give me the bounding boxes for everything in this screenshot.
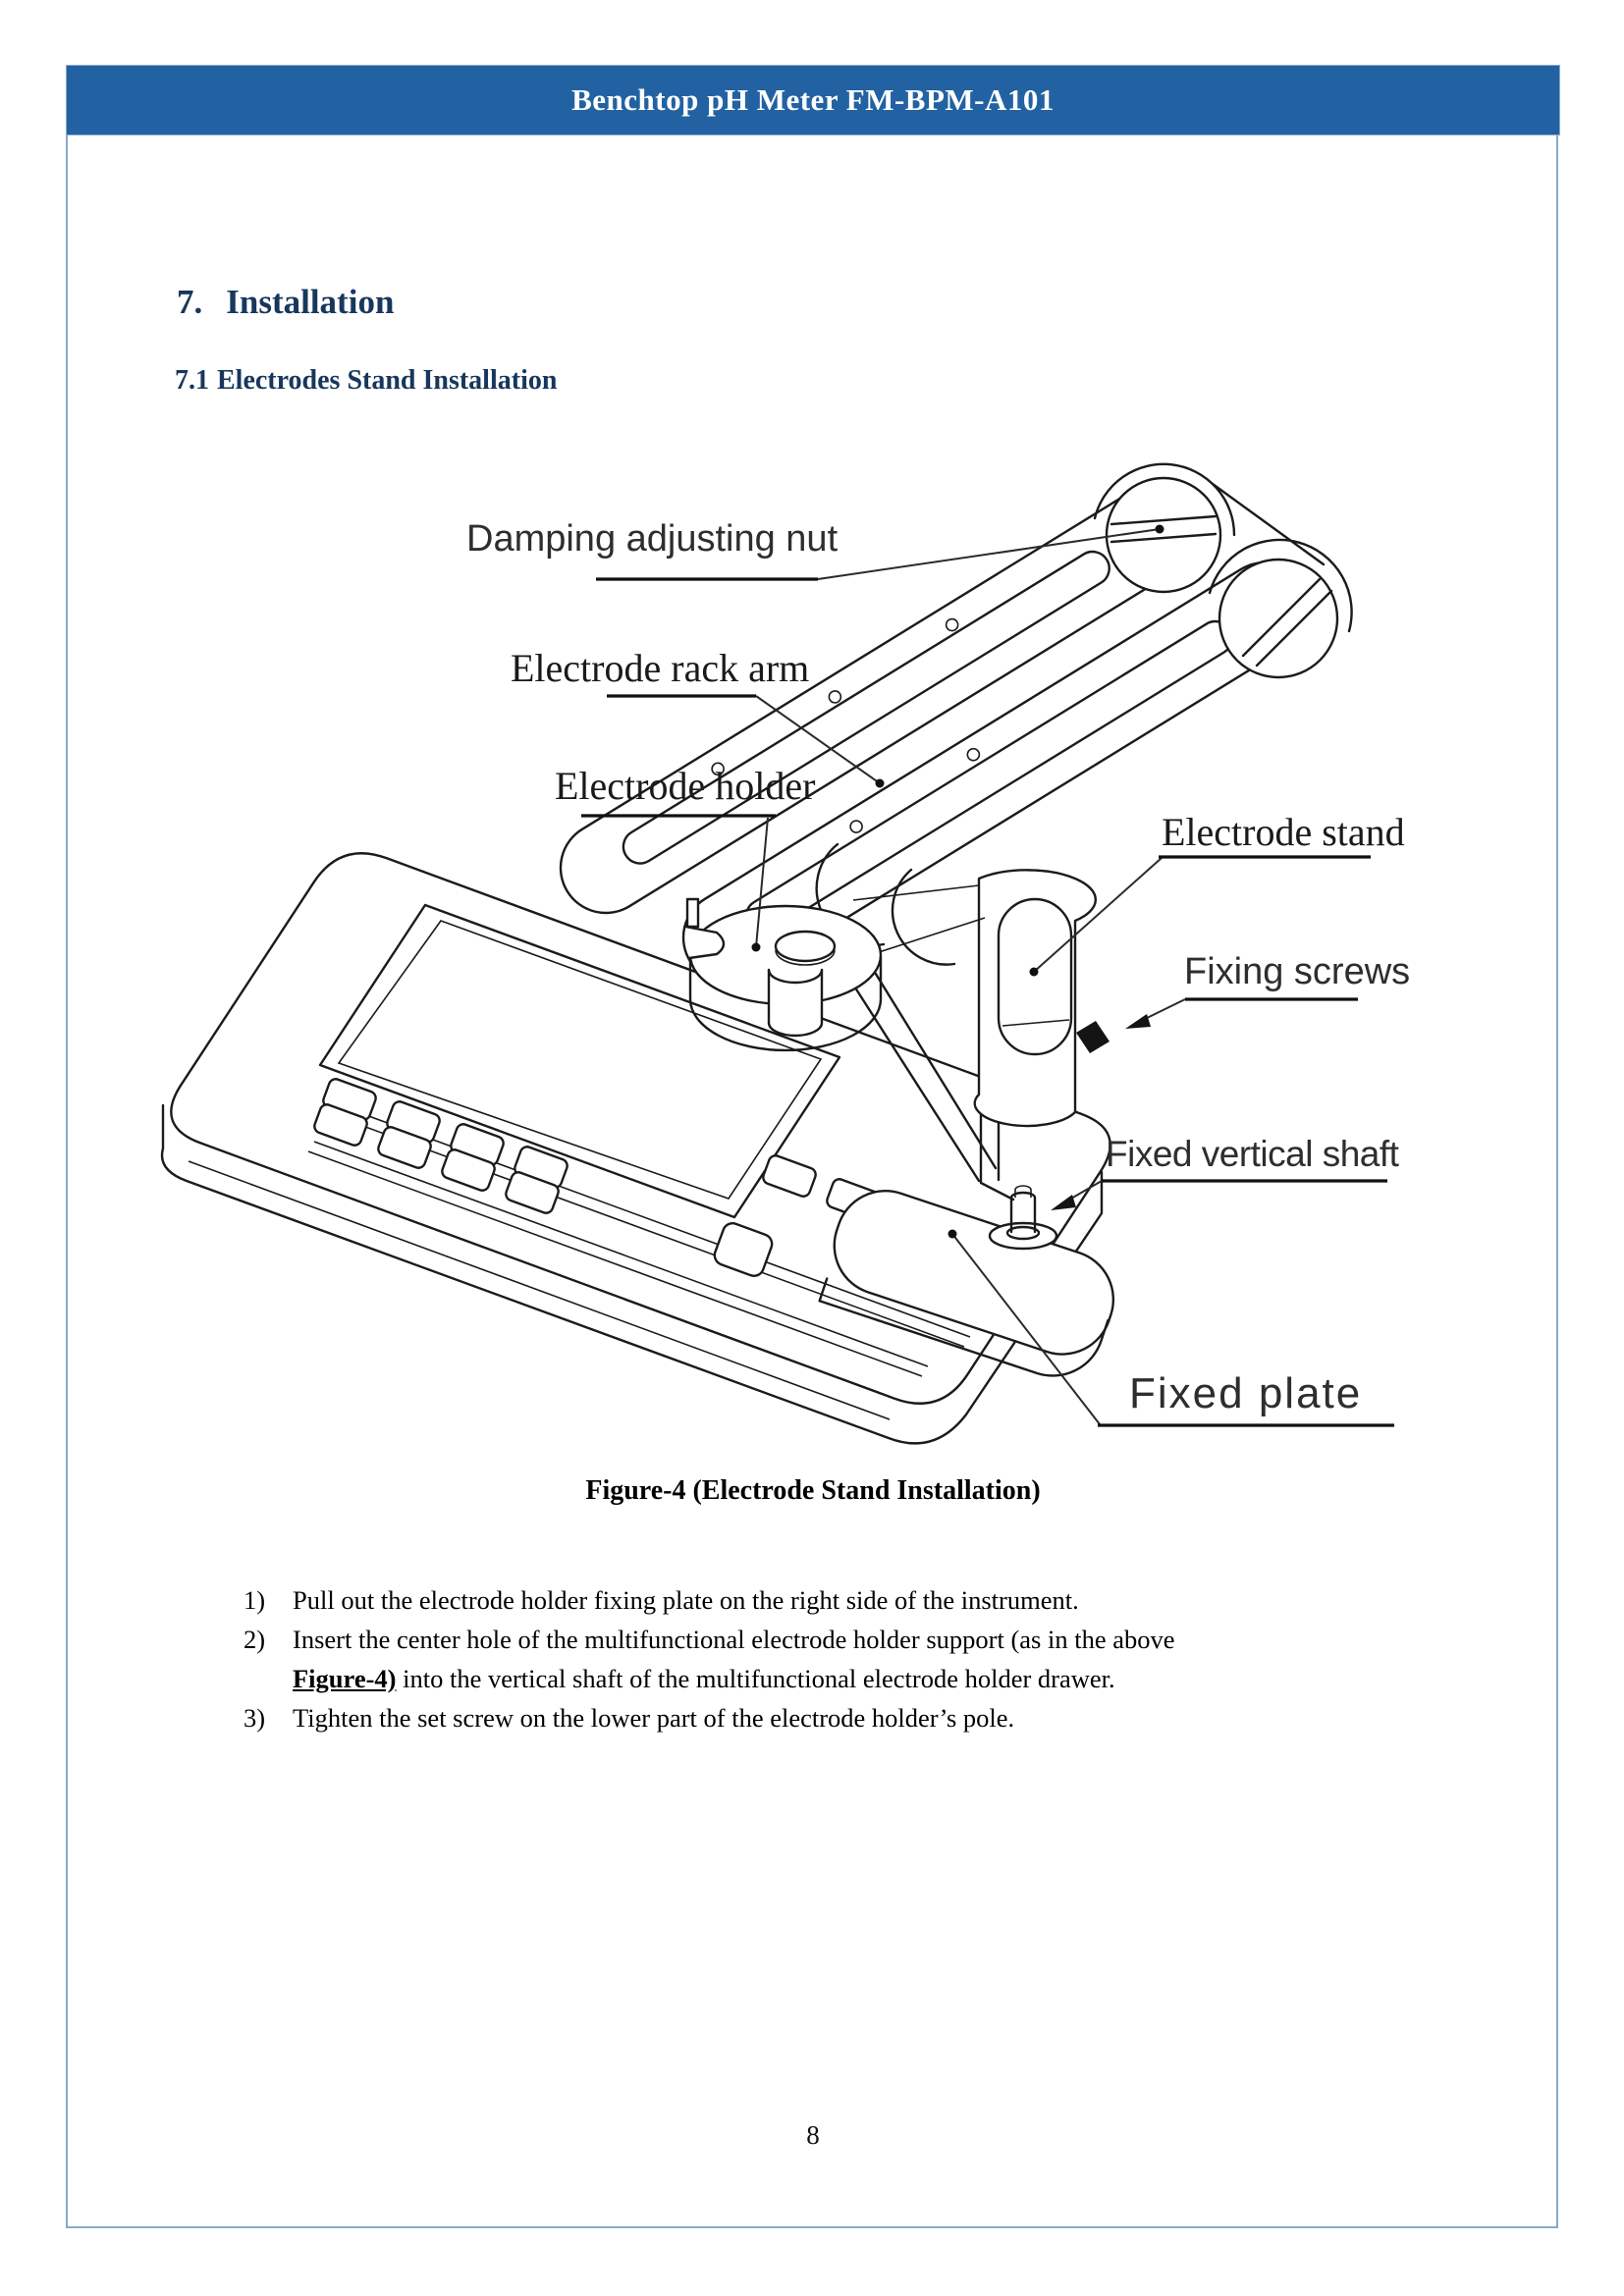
- section-heading: 7. Installation: [177, 283, 394, 322]
- electrode-stand-drawing: [973, 869, 1098, 1128]
- subsection-title: Electrodes Stand Installation: [217, 365, 558, 396]
- label-fixed-vertical-shaft: Fixed vertical shaft: [1106, 1134, 1400, 1174]
- document-title: Benchtop pH Meter FM-BPM-A101: [571, 82, 1055, 117]
- electrode-holder-drawing: [684, 897, 883, 1052]
- label-fixing-screws: Fixing screws: [1184, 951, 1410, 992]
- list-item: 3) Tighten the set screw on the lower pa…: [244, 1698, 1186, 1737]
- label-electrode-stand: Electrode stand: [1162, 810, 1405, 854]
- subsection-heading: 7.1 Electrodes Stand Installation: [175, 365, 557, 397]
- label-damping-adjusting-nut: Damping adjusting nut: [466, 518, 839, 560]
- section-number: 7.: [177, 283, 203, 321]
- list-item: 2) Insert the center hole of the multifu…: [244, 1620, 1186, 1698]
- step-number: 2): [244, 1625, 266, 1654]
- step-text: Pull out the electrode holder fixing pla…: [293, 1585, 1079, 1615]
- vertical-shaft-drawing: [979, 1102, 1058, 1251]
- page-number: 8: [806, 2120, 820, 2150]
- meter-display: [318, 903, 841, 1219]
- figure-reference-link: Figure-4): [293, 1664, 397, 1693]
- step-text-post: into the vertical shaft of the multifunc…: [396, 1664, 1115, 1693]
- damping-nut-drawing: [1093, 462, 1353, 679]
- step-number: 3): [244, 1703, 266, 1733]
- step-text: Tighten the set screw on the lower part …: [293, 1703, 1015, 1733]
- subsection-number: 7.1: [175, 365, 209, 396]
- step-number: 1): [244, 1585, 266, 1615]
- meter-body-drawing: [160, 852, 1111, 1445]
- electrode-rack-arm-drawing: [559, 491, 1312, 985]
- label-electrode-holder: Electrode holder: [555, 764, 815, 808]
- step-text-pre: Insert the center hole of the multifunct…: [293, 1625, 1175, 1654]
- step-text: Insert the center hole of the multifunct…: [293, 1620, 1186, 1698]
- section-title: Installation: [226, 283, 395, 321]
- fixing-screw-knob: [1076, 1021, 1110, 1053]
- installation-steps: 1) Pull out the electrode holder fixing …: [244, 1580, 1186, 1737]
- label-fixed-plate: Fixed plate: [1129, 1369, 1362, 1417]
- figure-leader-lines: [751, 524, 1186, 1425]
- list-item: 1) Pull out the electrode holder fixing …: [244, 1580, 1186, 1620]
- label-electrode-rack-arm: Electrode rack arm: [511, 646, 809, 690]
- page-header-bar: Benchtop pH Meter FM-BPM-A101: [66, 65, 1560, 135]
- figure-caption: Figure-4 (Electrode Stand Installation): [585, 1475, 1041, 1506]
- fixed-plate-drawing: [818, 1190, 1115, 1377]
- figure-labels: Damping adjusting nut Electrode rack arm…: [466, 518, 1410, 1427]
